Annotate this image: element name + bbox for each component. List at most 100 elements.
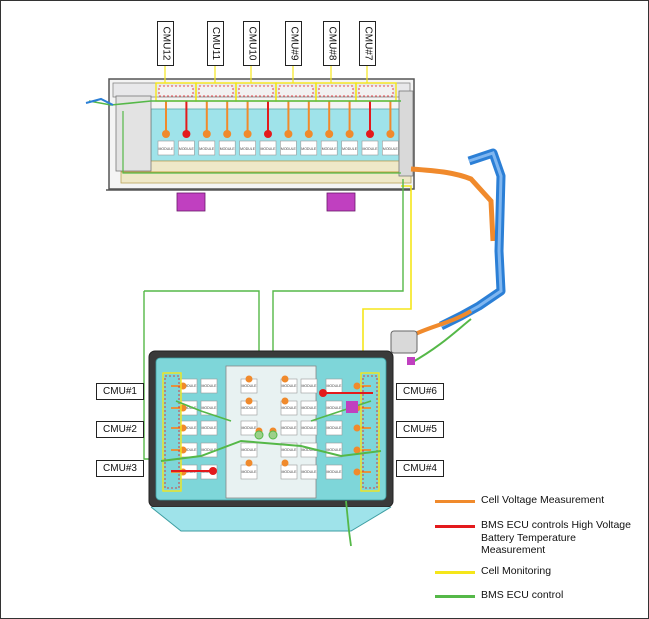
legend-item-cell-voltage: Cell Voltage Measurement xyxy=(435,494,631,507)
voltage-point xyxy=(284,130,293,138)
module xyxy=(240,420,258,436)
upper-leg-right xyxy=(326,192,356,212)
voltage-point xyxy=(245,397,253,405)
module-label: MODULE xyxy=(242,448,258,452)
module xyxy=(178,140,195,156)
module-label: MODULE xyxy=(182,426,198,430)
voltage-point xyxy=(353,468,361,476)
module-label: MODULE xyxy=(282,426,298,430)
module-label: MODULE xyxy=(301,147,317,151)
connector-clip xyxy=(407,357,415,365)
legend-item-temperature: BMS ECU controls High Voltage Battery Te… xyxy=(435,519,631,557)
module-label: MODULE xyxy=(242,406,258,410)
module-label: MODULE xyxy=(182,384,198,388)
green-cable-lower xyxy=(410,318,472,364)
module-label: MODULE xyxy=(159,147,175,151)
voltage-point xyxy=(304,130,313,138)
legend-label-temperature: BMS ECU controls High Voltage Battery Te… xyxy=(481,519,631,556)
hv-connector xyxy=(390,330,418,354)
lower-battery-pack: MODULE MODULE MODULE MODULE MODULE MODULE MODU… xyxy=(148,350,394,547)
cmu-label-12: CMU12 xyxy=(157,21,174,66)
module-label: MODULE xyxy=(242,384,258,388)
voltage-point xyxy=(325,130,334,138)
legend-label-cell-monitoring: Cell Monitoring xyxy=(481,565,552,577)
module-label: MODULE xyxy=(327,448,343,452)
cmu-board xyxy=(238,85,274,97)
cmu-label-text: CMU#7 xyxy=(362,26,373,61)
module xyxy=(382,140,399,156)
voltage-point xyxy=(245,459,253,467)
lower-connector-pink xyxy=(346,401,358,413)
cmu-label-5: CMU#5 xyxy=(396,421,444,438)
legend-swatch-ecu-control xyxy=(435,595,475,598)
cmu-label-11: CMU11 xyxy=(207,21,224,66)
voltage-point xyxy=(245,375,253,383)
cmu-board xyxy=(278,85,314,97)
module xyxy=(280,420,298,436)
voltage-point xyxy=(281,375,289,383)
upper-cmu-housings xyxy=(155,66,397,102)
module-label: MODULE xyxy=(327,426,343,430)
module-label: MODULE xyxy=(282,448,298,452)
lower-ecu-tail xyxy=(345,500,352,547)
module-label: MODULE xyxy=(202,448,218,452)
cmu-label-text: CMU12 xyxy=(160,26,171,61)
module-label: MODULE xyxy=(282,384,298,388)
module-label: MODULE xyxy=(281,147,297,151)
module-label: MODULE xyxy=(327,406,343,410)
module xyxy=(300,464,318,480)
cmu-label-7: CMU#7 xyxy=(359,21,376,66)
voltage-point xyxy=(353,446,361,454)
module-label: MODULE xyxy=(202,384,218,388)
legend-label-ecu-control: BMS ECU control xyxy=(481,589,564,601)
orange-cable-lower xyxy=(410,309,473,338)
right-monitoring-rail xyxy=(360,372,380,492)
module xyxy=(300,420,318,436)
upper-left-bracket xyxy=(115,95,152,172)
cmu-label-text: CMU11 xyxy=(210,26,221,61)
cmu-label-1: CMU#1 xyxy=(96,383,144,400)
module xyxy=(218,140,236,156)
voltage-point xyxy=(386,130,395,138)
cmu-label-4: CMU#4 xyxy=(396,460,444,477)
cmu-label-text: CMU10 xyxy=(246,26,257,61)
module-label: MODULE xyxy=(182,406,198,410)
module-label: MODULE xyxy=(363,147,379,151)
cmu-label-8: CMU#8 xyxy=(323,21,340,66)
upper-ecu-harness xyxy=(88,100,401,106)
module xyxy=(239,140,256,156)
right-cmu-dashed xyxy=(362,375,378,489)
module xyxy=(325,420,343,436)
lower-tray-skirt xyxy=(150,506,392,532)
module xyxy=(280,464,298,480)
module-label: MODULE xyxy=(199,147,215,151)
module xyxy=(300,378,318,394)
module xyxy=(200,420,218,436)
module xyxy=(320,140,338,156)
lower-temp-sensor-1 xyxy=(209,467,217,475)
yellow-monitoring-link xyxy=(362,185,412,351)
module-label: MODULE xyxy=(302,470,318,474)
cmu-label-text: CMU#8 xyxy=(326,26,337,61)
cmu-board xyxy=(358,85,394,97)
cmu-board xyxy=(158,85,194,97)
ecu-node xyxy=(254,430,264,440)
voltage-point xyxy=(162,130,170,138)
module xyxy=(361,140,379,156)
module-label: MODULE xyxy=(242,426,258,430)
legend-item-cell-monitoring: Cell Monitoring xyxy=(435,565,631,578)
cmu-board xyxy=(318,85,354,97)
legend-swatch-cell-monitoring xyxy=(435,571,475,574)
legend-item-ecu-control: BMS ECU control xyxy=(435,589,631,602)
lower-ecu-harness-2 xyxy=(175,400,232,422)
voltage-point xyxy=(243,130,252,138)
temperature-sensor xyxy=(264,130,272,138)
module-label: MODULE xyxy=(220,147,236,151)
lower-temp-sensor-2 xyxy=(319,389,327,397)
legend-swatch-cell-voltage xyxy=(435,500,475,503)
module-label: MODULE xyxy=(302,448,318,452)
module-label: MODULE xyxy=(182,448,198,452)
